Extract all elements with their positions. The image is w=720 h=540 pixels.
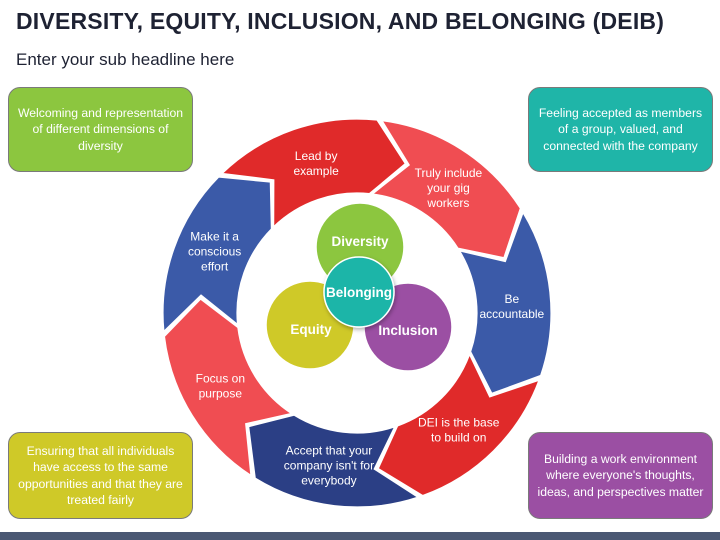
venn-label-diversity: Diversity	[331, 234, 389, 249]
inclusion-description-box: Building a work environment where everyo…	[528, 432, 713, 519]
venn-label-inclusion: Inclusion	[378, 323, 437, 338]
ring-segment-6	[163, 298, 293, 477]
venn-label-belonging: Belonging	[326, 285, 392, 300]
ring-segment-1	[220, 118, 407, 229]
venn-label-equity: Equity	[290, 322, 332, 337]
ring-segment-5	[247, 414, 420, 508]
venn-circle-belonging	[323, 256, 395, 328]
page-subtitle: Enter your sub headline here	[16, 50, 235, 69]
ring-segment-4	[377, 353, 540, 497]
bottom-bar	[0, 532, 720, 540]
ring-segment-7	[162, 176, 273, 333]
ring-segment-2	[371, 119, 522, 259]
page-title: DIVERSITY, EQUITY, INCLUSION, AND BELONG…	[16, 8, 665, 34]
ring-segment-3	[458, 211, 552, 395]
belonging-description-box: Feeling accepted as members of a group, …	[528, 87, 713, 172]
ring-segments	[162, 118, 552, 508]
equity-description-box: Ensuring that all individuals have acces…	[8, 432, 193, 519]
diversity-description-box: Welcoming and representation of differen…	[8, 87, 193, 172]
